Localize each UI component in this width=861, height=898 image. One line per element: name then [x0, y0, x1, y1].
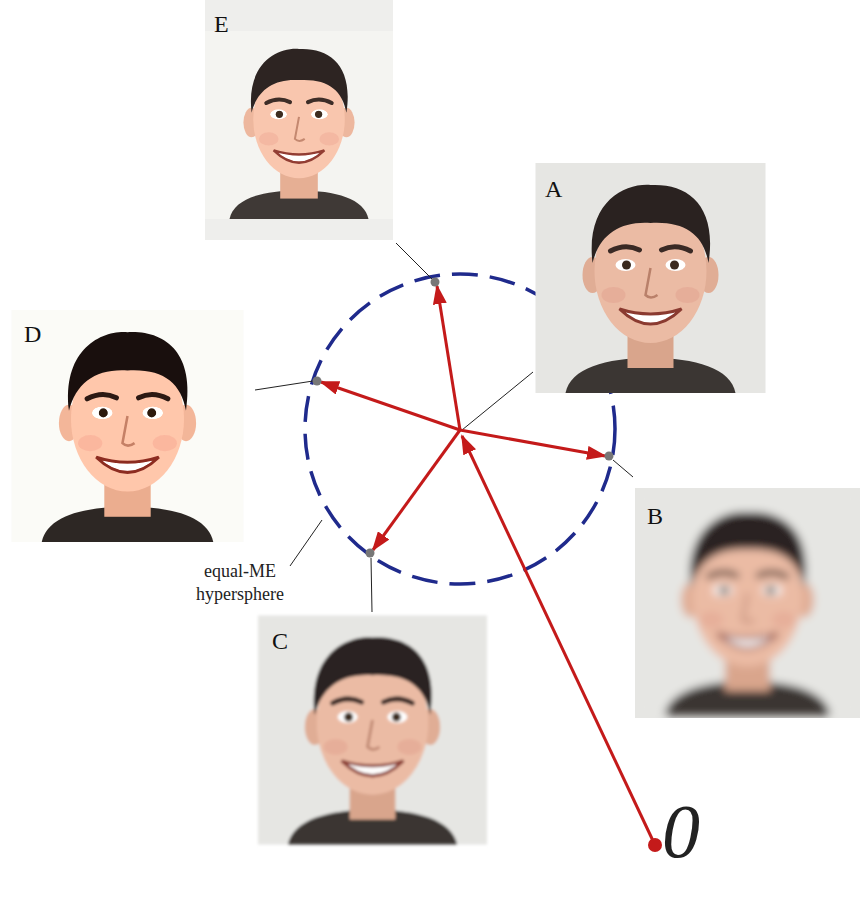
photo-letter: A	[545, 177, 562, 201]
region-label: equal-ME hypersphere	[178, 560, 302, 605]
origin-label: 0	[662, 790, 742, 874]
origin-dot	[648, 838, 662, 852]
face-photo-b	[635, 488, 860, 718]
photo-box: E	[205, 0, 393, 240]
photo-box: D	[10, 310, 245, 542]
photo-box: B	[635, 488, 860, 718]
face-photo-d	[12, 310, 244, 542]
photo-letter: E	[214, 12, 229, 36]
photo-letter: B	[647, 504, 663, 528]
face-photo-e	[205, 0, 393, 240]
photo-letter: D	[24, 322, 41, 346]
photo-letter: C	[272, 629, 288, 653]
face-photo-c	[258, 616, 487, 845]
face-photo-a	[536, 163, 766, 393]
photo-box: C	[258, 615, 487, 845]
photo-box: A	[535, 163, 766, 393]
